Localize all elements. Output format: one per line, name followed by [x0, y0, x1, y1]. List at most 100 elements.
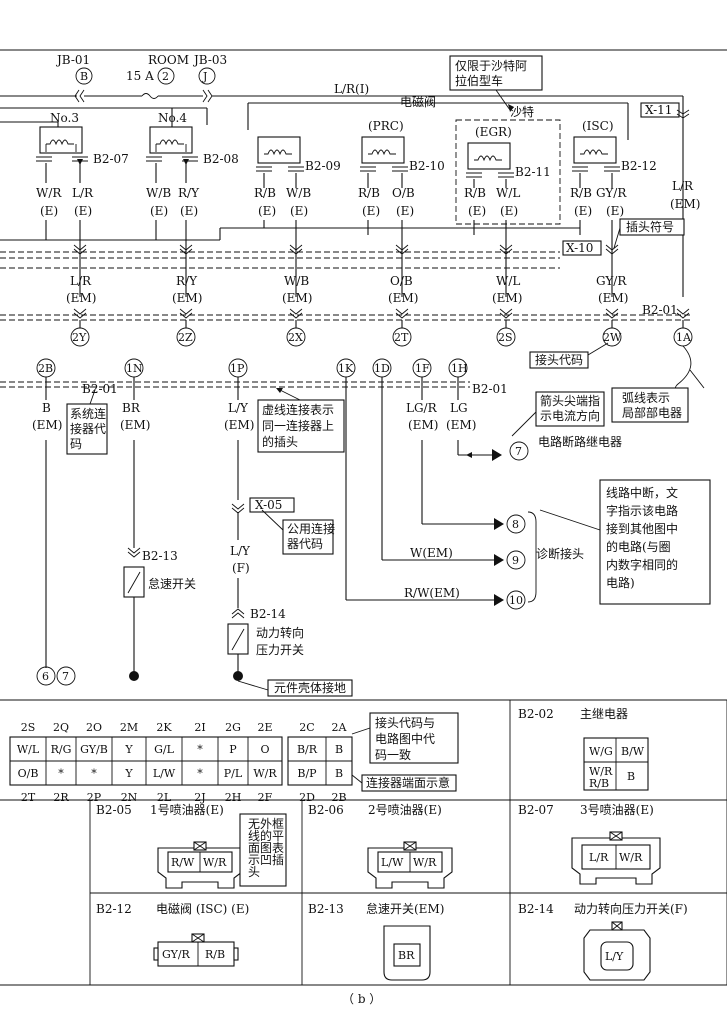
svg-text:O/B: O/B — [390, 274, 413, 288]
table-row2-cell: P/L — [224, 767, 243, 780]
face-view-callout: 连接器端面示意 — [366, 775, 450, 790]
b206-pin-1: L/W — [381, 856, 404, 869]
valve-prc-name: (PRC) — [368, 119, 404, 133]
table-row1-cell: W/L — [17, 743, 40, 756]
svg-text:(E): (E) — [500, 204, 518, 218]
svg-text:W/L: W/L — [496, 274, 520, 288]
svg-text:(E): (E) — [362, 204, 380, 218]
b212-pin-2: R/B — [205, 948, 225, 961]
table-row1-cell: P — [229, 743, 237, 756]
b212-pin-1: GY/R — [162, 948, 191, 961]
valve-egr-code: B2-11 — [515, 165, 551, 179]
valve-egr-name: (EGR) — [475, 125, 512, 139]
x05-label: X-05 — [255, 498, 282, 512]
svg-text:L/R: L/R — [72, 186, 94, 200]
dashed-note-2: 同一连接器上 — [262, 418, 334, 433]
valve-isc: (ISC) B2-12 — [573, 119, 657, 173]
common-code-1: 公用连接 — [287, 521, 335, 536]
break-note-4: 的电路(与圈 — [606, 539, 671, 554]
right-wire-name: L/R — [672, 179, 694, 193]
b207-name: 3号喷油器(E) — [580, 803, 654, 817]
dashed-note-3: 的插头 — [262, 434, 298, 449]
svg-text:GY/R: GY/R — [596, 274, 627, 288]
svg-text:1K: 1K — [338, 362, 354, 375]
injector-3-code: B2-07 — [93, 152, 129, 166]
svg-text:R/B: R/B — [358, 186, 380, 200]
table-row1-cell: G/L — [154, 743, 174, 756]
svg-text:(E): (E) — [40, 204, 58, 218]
table-row2-cell: * — [58, 767, 64, 780]
table-bottom-pin: 2J — [194, 791, 205, 804]
switch-2-name-1: 动力转向 — [256, 625, 304, 640]
relay-label: 电路断路继电器 — [538, 434, 622, 449]
valve-isc-name: (ISC) — [582, 119, 614, 133]
valve-b209-code: B2-09 — [305, 159, 341, 173]
svg-text:LG: LG — [450, 401, 468, 415]
svg-text:(EM): (EM) — [388, 291, 418, 305]
svg-text:LG/R: LG/R — [406, 401, 438, 415]
table-row2-cell: Y — [124, 767, 133, 780]
svg-text:(E): (E) — [150, 204, 168, 218]
svg-text:R/B: R/B — [254, 186, 276, 200]
svg-text:(EM): (EM) — [446, 418, 476, 432]
arc-note-2: 局部部电器 — [622, 405, 682, 420]
dashed-note-1: 虚线连接表示 — [262, 402, 334, 417]
switch-1-code: B2-13 — [142, 549, 178, 563]
svg-text:(E): (E) — [74, 204, 92, 218]
b214-code: B2-14 — [518, 902, 554, 916]
table-row1-cell: O — [260, 743, 269, 756]
table-top-pin: 2S — [21, 721, 36, 734]
valve-egr: (EGR) B2-11 — [455, 119, 561, 225]
svg-text:1P: 1P — [230, 362, 245, 375]
svg-text:R/Y: R/Y — [178, 186, 200, 200]
table-top-pin: 2E — [257, 721, 272, 734]
valve-wire-labels: R/B (E) W/B (E) R/B (E) O/B (E) R/B (E) … — [254, 186, 627, 218]
fuse-pin: 2 — [162, 70, 169, 83]
b214-pin-1: L/Y — [605, 950, 624, 963]
svg-text:(E): (E) — [290, 204, 308, 218]
b206-code: B2-06 — [308, 803, 344, 817]
table-row2-cell: B — [335, 767, 343, 780]
b206-pin-2: W/R — [413, 856, 437, 869]
b205-name: 1号喷油器(E) — [150, 803, 224, 817]
b212-name: 电磁阀 (ISC) (E) — [156, 901, 249, 916]
svg-text:2B: 2B — [38, 362, 53, 375]
table-row2-cell: W/R — [253, 767, 277, 780]
plug-symbol-callout: 插头符号 — [626, 219, 674, 234]
diag-wire-rw: R/W(EM) — [404, 586, 460, 600]
b201-left-label: B2-01 — [82, 382, 118, 396]
table-row2-cell: O/B — [18, 767, 39, 780]
valve-prc: (PRC) B2-10 — [361, 119, 445, 173]
svg-text:L/Y: L/Y — [228, 401, 249, 415]
jb03-label: JB-03 — [192, 53, 227, 67]
b213-name: 怠速开关(EM) — [366, 902, 444, 916]
right-wire-harness: (EM) — [670, 197, 700, 211]
no-frame-4: 示凹插 — [248, 853, 284, 867]
break-note-5: 内数字相同的 — [606, 557, 678, 572]
main-relay-c3: W/R — [589, 765, 613, 778]
svg-text:1A: 1A — [676, 331, 692, 344]
system-code-2: 接器代 — [70, 421, 106, 436]
table-top-pin: 2Q — [53, 721, 69, 734]
b201-right-label: B2-01 — [472, 382, 508, 396]
joint-code-callout: 接头代码 — [535, 352, 583, 367]
x11-label: X-11 — [645, 103, 672, 117]
x10-label: X-10 — [566, 241, 593, 255]
b205-code: B2-05 — [96, 803, 132, 817]
diag-label: 诊断接头 — [536, 546, 584, 561]
table-row2-cell: L/W — [153, 767, 176, 780]
joint-same-2: 电路图中代 — [375, 731, 435, 746]
table-top-pin: 2K — [156, 721, 172, 734]
main-wire-label: L/R(I) — [334, 82, 369, 96]
ground-circle-6: 6 — [42, 670, 49, 683]
svg-text:(E): (E) — [606, 204, 624, 218]
em-joint-circles: 2Y 2Z 2X 2T 2S 2W 1A — [70, 327, 693, 347]
table-row1-cell: B — [335, 743, 343, 756]
case-ground-callout: 元件壳体接地 — [274, 680, 346, 695]
diag-circle-8: 8 — [512, 518, 519, 531]
table-top-pin: 2A — [332, 721, 348, 734]
svg-text:L/R: L/R — [70, 274, 92, 288]
injector-3: No.3 B2-07 — [39, 111, 129, 166]
solenoid-label: 电磁阀 — [400, 94, 436, 109]
